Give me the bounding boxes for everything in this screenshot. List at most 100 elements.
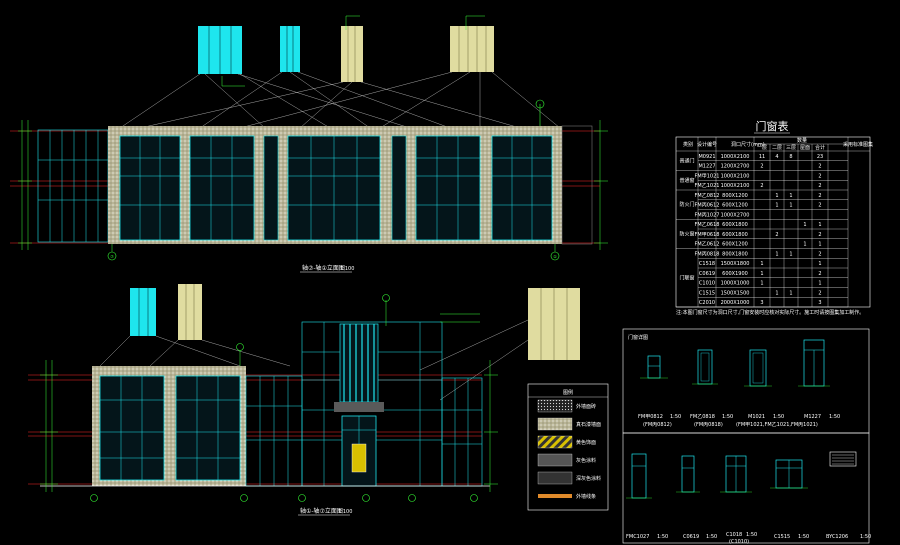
th-category: 类别 — [683, 141, 693, 148]
legend-swatches — [537, 399, 573, 498]
category-0: 普通门 — [679, 157, 694, 164]
row-count: 8 — [789, 154, 792, 160]
th-sub-4: 合计 — [815, 144, 825, 151]
row-size: 800X1200 — [722, 193, 748, 199]
detail-code-fm0818: FM乙0818 — [690, 413, 715, 420]
row-code: C1515 — [699, 290, 715, 296]
row-code: FM乙1021 — [695, 182, 720, 189]
detail-scale-fmc1027: 1:50 — [657, 534, 668, 540]
th-code: 设计编号 — [697, 141, 717, 148]
th-quantity: 数量 — [797, 137, 807, 144]
row-code: C2010 — [699, 300, 715, 306]
detail-code-c1515: C1515 — [774, 534, 790, 540]
detail-code-fm0812: FM甲0812 — [638, 414, 663, 420]
row-code: C1518 — [699, 261, 715, 267]
row-count: 11 — [759, 154, 765, 160]
row-count: 2 — [818, 251, 821, 257]
row-count: 3 — [760, 300, 763, 306]
detail-panel-top: 门窗详图 FM甲0812 1:50 (FM丙0812) FM乙0818 1:50… — [622, 328, 870, 434]
row-count: 1 — [775, 193, 778, 199]
row-count: 2 — [818, 193, 821, 199]
detail-scale-m1021: 1:50 — [773, 414, 784, 420]
detail-panel-label: 门窗详图 — [628, 334, 648, 341]
dimension-right-lower — [484, 360, 498, 492]
row-size: 1000X2100 — [721, 183, 750, 189]
category-4: 门联窗 — [679, 274, 694, 281]
tan-stone-panel-1 — [341, 26, 363, 82]
detail-scale-fm0812: 1:50 — [670, 414, 681, 420]
detail-code-c0619: C0619 — [683, 534, 699, 540]
legend-item-5: 深灰色涂料 — [576, 475, 601, 482]
detail-panel-bottom: FMC1027 1:50 C0619 1:50 C1018 1:50 (C101… — [622, 432, 871, 545]
dimension-left-lower — [40, 360, 58, 492]
row-count: 2 — [818, 271, 821, 277]
axis-label-upper-left: ⑦ — [110, 254, 114, 259]
th-size: 洞口尺寸(mm) — [731, 141, 765, 148]
elevation-title-upper: 轴⑦-轴①立面图 1:100 — [300, 264, 354, 273]
row-count: 1 — [760, 271, 763, 277]
row-count: 1 — [760, 261, 763, 267]
legend-item-4: 灰色涂料 — [576, 457, 596, 464]
row-count: 1 — [789, 203, 792, 209]
row-size: 600X1900 — [722, 271, 748, 277]
row-code: FM乙0618 — [695, 221, 720, 228]
row-size: 1200X2700 — [721, 164, 750, 170]
detail-sub-fm0818: (FM丙0818) — [694, 422, 723, 428]
row-count: 2 — [818, 232, 821, 238]
table-title: 门窗表 — [756, 119, 789, 133]
row-code: FM乙0812 — [695, 192, 720, 199]
green-leaders-top — [221, 15, 485, 87]
th-sub-1: 二层 — [772, 145, 782, 151]
row-count: 2 — [818, 173, 821, 179]
lower-elevation: 轴①-轴⑦立面图 1:100 — [28, 284, 580, 516]
mullions-upper — [120, 136, 552, 240]
axis-bubble-upper-right: ① — [550, 244, 560, 261]
legend-title: 图例 — [563, 389, 573, 396]
legend-item-2: 真石漆墙面 — [576, 421, 601, 428]
detail-code-m1227: M1227 — [804, 414, 821, 420]
detail-code-c1018: C1018 — [726, 532, 742, 538]
detail-scale-c0619: 1:50 — [706, 534, 717, 540]
row-count: 2 — [760, 164, 763, 170]
row-count: 1 — [818, 222, 821, 228]
row-count: 1 — [818, 281, 821, 287]
row-size: 600X1200 — [722, 203, 748, 209]
th-sub-0: 一层 — [757, 145, 767, 151]
row-count: 1 — [789, 251, 792, 257]
row-code: FM乙0612 — [695, 241, 720, 248]
elevation-scale-lower: 1:100 — [338, 509, 352, 515]
row-count: 4 — [775, 154, 778, 160]
legend-item-6: 外墙线条 — [576, 493, 596, 500]
legend-box: 图例 外墙面砖 真石漆墙面 黄色饰面 灰色涂料 深灰色涂料 外墙线条 — [527, 383, 609, 511]
row-code: FM丙1027 — [695, 212, 720, 218]
legend-item-3: 黄色饰面 — [576, 439, 596, 446]
row-size: 600X1800 — [722, 232, 748, 238]
axis-bubble-upper-left: ⑦ — [107, 244, 117, 261]
table-note: 注:本图门窗尺寸为洞口尺寸,门窗安装时应核对实际尺寸。施工时请按图集加工制作。 — [676, 309, 864, 316]
row-size: 1000X2100 — [721, 154, 750, 160]
detail-sub-c1018: (C1010) — [729, 539, 749, 545]
category-2: 防火门 — [679, 201, 694, 208]
row-count: 1 — [818, 242, 821, 248]
row-count: 2 — [818, 183, 821, 189]
upper-elevation: ⑦ ① 轴⑦-轴①立面图 1:100 — [10, 99, 608, 273]
row-size: 1000X2100 — [721, 173, 750, 179]
legend-item-1: 外墙面砖 — [576, 403, 596, 410]
category-3: 防火窗 — [679, 230, 694, 237]
row-count: 2 — [775, 232, 778, 238]
cyan-glass-panel-1 — [198, 26, 242, 74]
th-sub-2: 三层 — [786, 145, 796, 151]
axis-bubbles-lower — [90, 494, 478, 502]
row-code: M1227 — [698, 164, 715, 170]
tower-fins — [334, 323, 384, 487]
row-code: FM丙0612 — [695, 203, 720, 209]
row-count: 1 — [803, 242, 806, 248]
detail-scale-c1515: 1:50 — [798, 534, 809, 540]
row-count: 2 — [818, 290, 821, 296]
row-size: 800X1800 — [722, 251, 748, 257]
row-size: 1000X1000 — [721, 281, 750, 287]
row-size: 1500X1500 — [721, 290, 750, 296]
row-count: 2 — [760, 183, 763, 189]
row-code: FM甲0618 — [695, 232, 720, 238]
